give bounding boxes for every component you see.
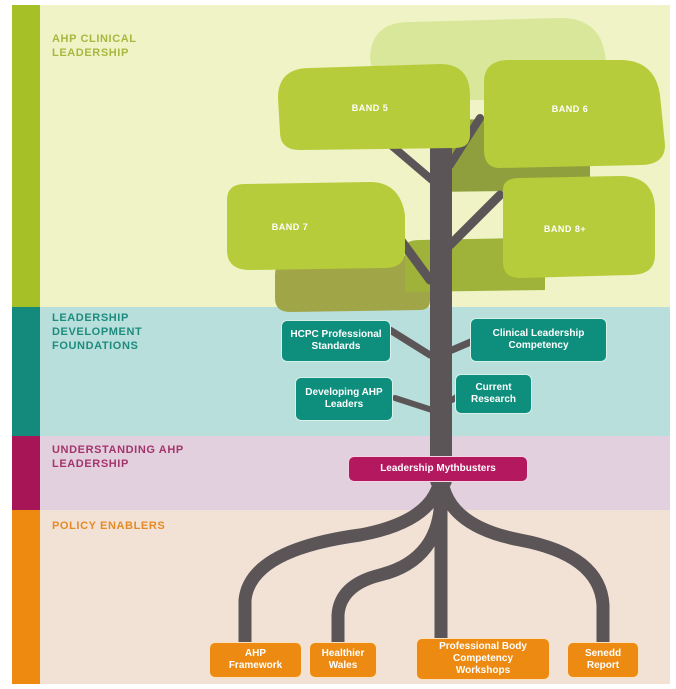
senedd-report-box: Senedd Report: [567, 642, 639, 678]
foundations-label: LEADERSHIP DEVELOPMENT FOUNDATIONS: [52, 312, 143, 352]
policy-label: POLICY ENABLERS: [52, 520, 166, 532]
ahp-framework-box: AHP Framework: [209, 642, 302, 678]
root-senedd: [434, 463, 610, 657]
leaf-band8-label: BAND 8+: [544, 224, 586, 234]
leaf-band6-label: BAND 6: [552, 104, 589, 114]
developing-leaders-box: Developing AHP Leaders: [295, 377, 393, 421]
leaf-band6: [484, 60, 665, 168]
branch-hcpc: [386, 326, 434, 359]
branch-developing: [392, 395, 435, 413]
leaf-band8: [503, 176, 655, 278]
policy-bar: [12, 510, 40, 684]
clinical-bar: [12, 5, 40, 307]
root-healthier: [331, 488, 448, 657]
understanding-band: [12, 436, 670, 510]
current-research-box: Current Research: [455, 374, 532, 414]
clinical-label: AHP CLINICAL LEADERSHIP: [52, 33, 137, 59]
leaf-band5: [278, 64, 470, 150]
canopy-olive-low: [275, 255, 430, 312]
foundations-bar: [12, 307, 40, 436]
healthier-wales-box: Healthier Wales: [309, 642, 377, 678]
understanding-bar: [12, 436, 40, 510]
mythbusters-box: Leadership Mythbusters: [348, 456, 528, 482]
leaf-band5-label: BAND 5: [352, 103, 389, 113]
branch-band8: [445, 190, 505, 250]
understanding-label: UNDERSTANDING AHP LEADERSHIP: [52, 444, 184, 470]
clinical-competency-box: Clinical Leadership Competency: [470, 318, 607, 362]
professional-body-box: Professional Body Competency Workshops: [416, 638, 550, 680]
root-framework: [238, 463, 448, 657]
leaf-band7-label: BAND 7: [272, 222, 309, 232]
tree-roots-group: [238, 463, 610, 657]
hcpc-standards-box: HCPC Professional Standards: [281, 320, 391, 362]
leaf-band7: [227, 182, 405, 270]
